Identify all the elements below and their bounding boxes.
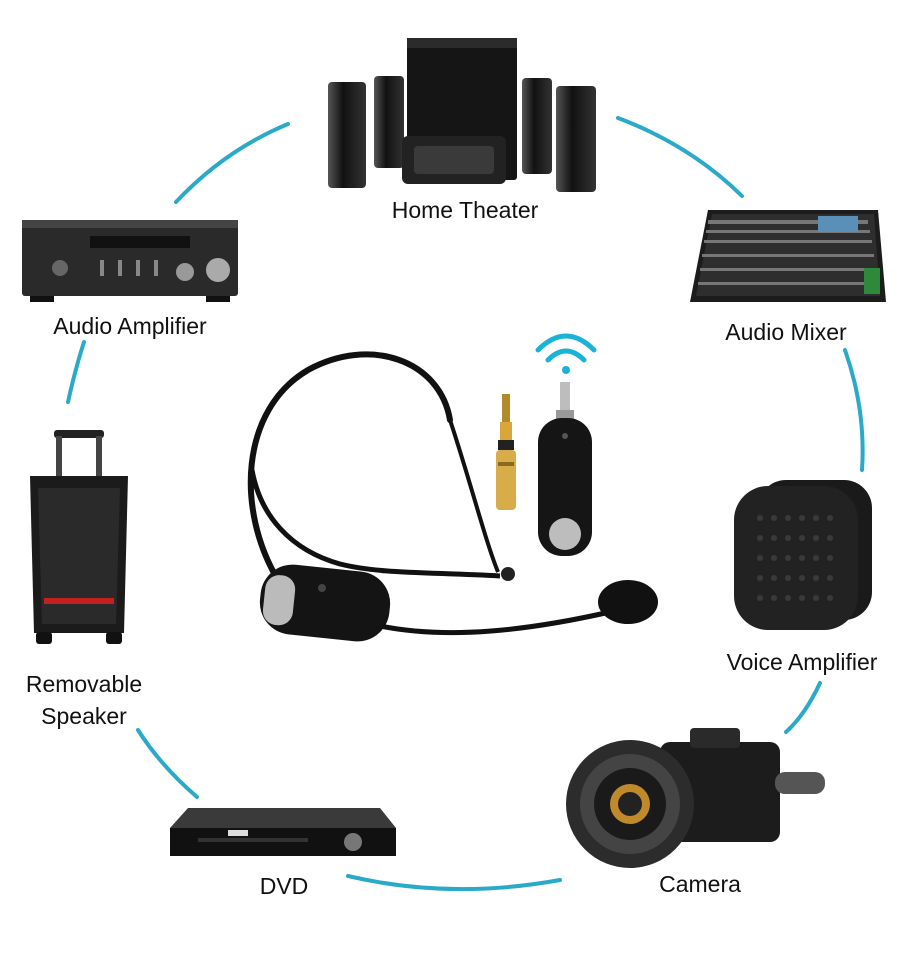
label-audio-mixer: Audio Mixer — [725, 319, 847, 345]
label-camera: Camera — [659, 871, 741, 897]
audio-adapter-plug — [496, 394, 516, 510]
label-removable-speaker-line2: Speaker — [41, 703, 127, 729]
voice-amplifier-image — [734, 480, 872, 630]
dvd-player-image — [170, 808, 396, 856]
arc-camera-dvd — [346, 874, 562, 892]
label-home-theater: Home Theater — [391, 197, 539, 223]
wifi-signal-icon — [535, 333, 597, 374]
arc-speaker-amplifier — [66, 340, 86, 404]
removable-speaker-image — [30, 430, 128, 644]
arc-dvd-speaker — [136, 728, 199, 799]
label-removable-speaker: Removable Speaker — [4, 668, 164, 732]
home-theater-image — [328, 38, 596, 192]
wireless-receiver — [535, 333, 597, 556]
audio-amplifier-image — [22, 220, 238, 302]
label-audio-amplifier: Audio Amplifier — [53, 313, 207, 339]
camera-image — [566, 728, 825, 868]
label-voice-amplifier: Voice Amplifier — [726, 649, 878, 675]
arc-mixer-voice — [843, 348, 865, 472]
label-removable-speaker-line1: Removable — [25, 671, 143, 697]
arc-theater-amplifier — [174, 122, 290, 204]
audio-mixer-image — [690, 210, 886, 302]
label-dvd: DVD — [259, 873, 309, 899]
arc-theater-mixer — [616, 116, 744, 198]
headset-microphone — [247, 351, 658, 642]
arc-voice-camera — [784, 681, 822, 734]
